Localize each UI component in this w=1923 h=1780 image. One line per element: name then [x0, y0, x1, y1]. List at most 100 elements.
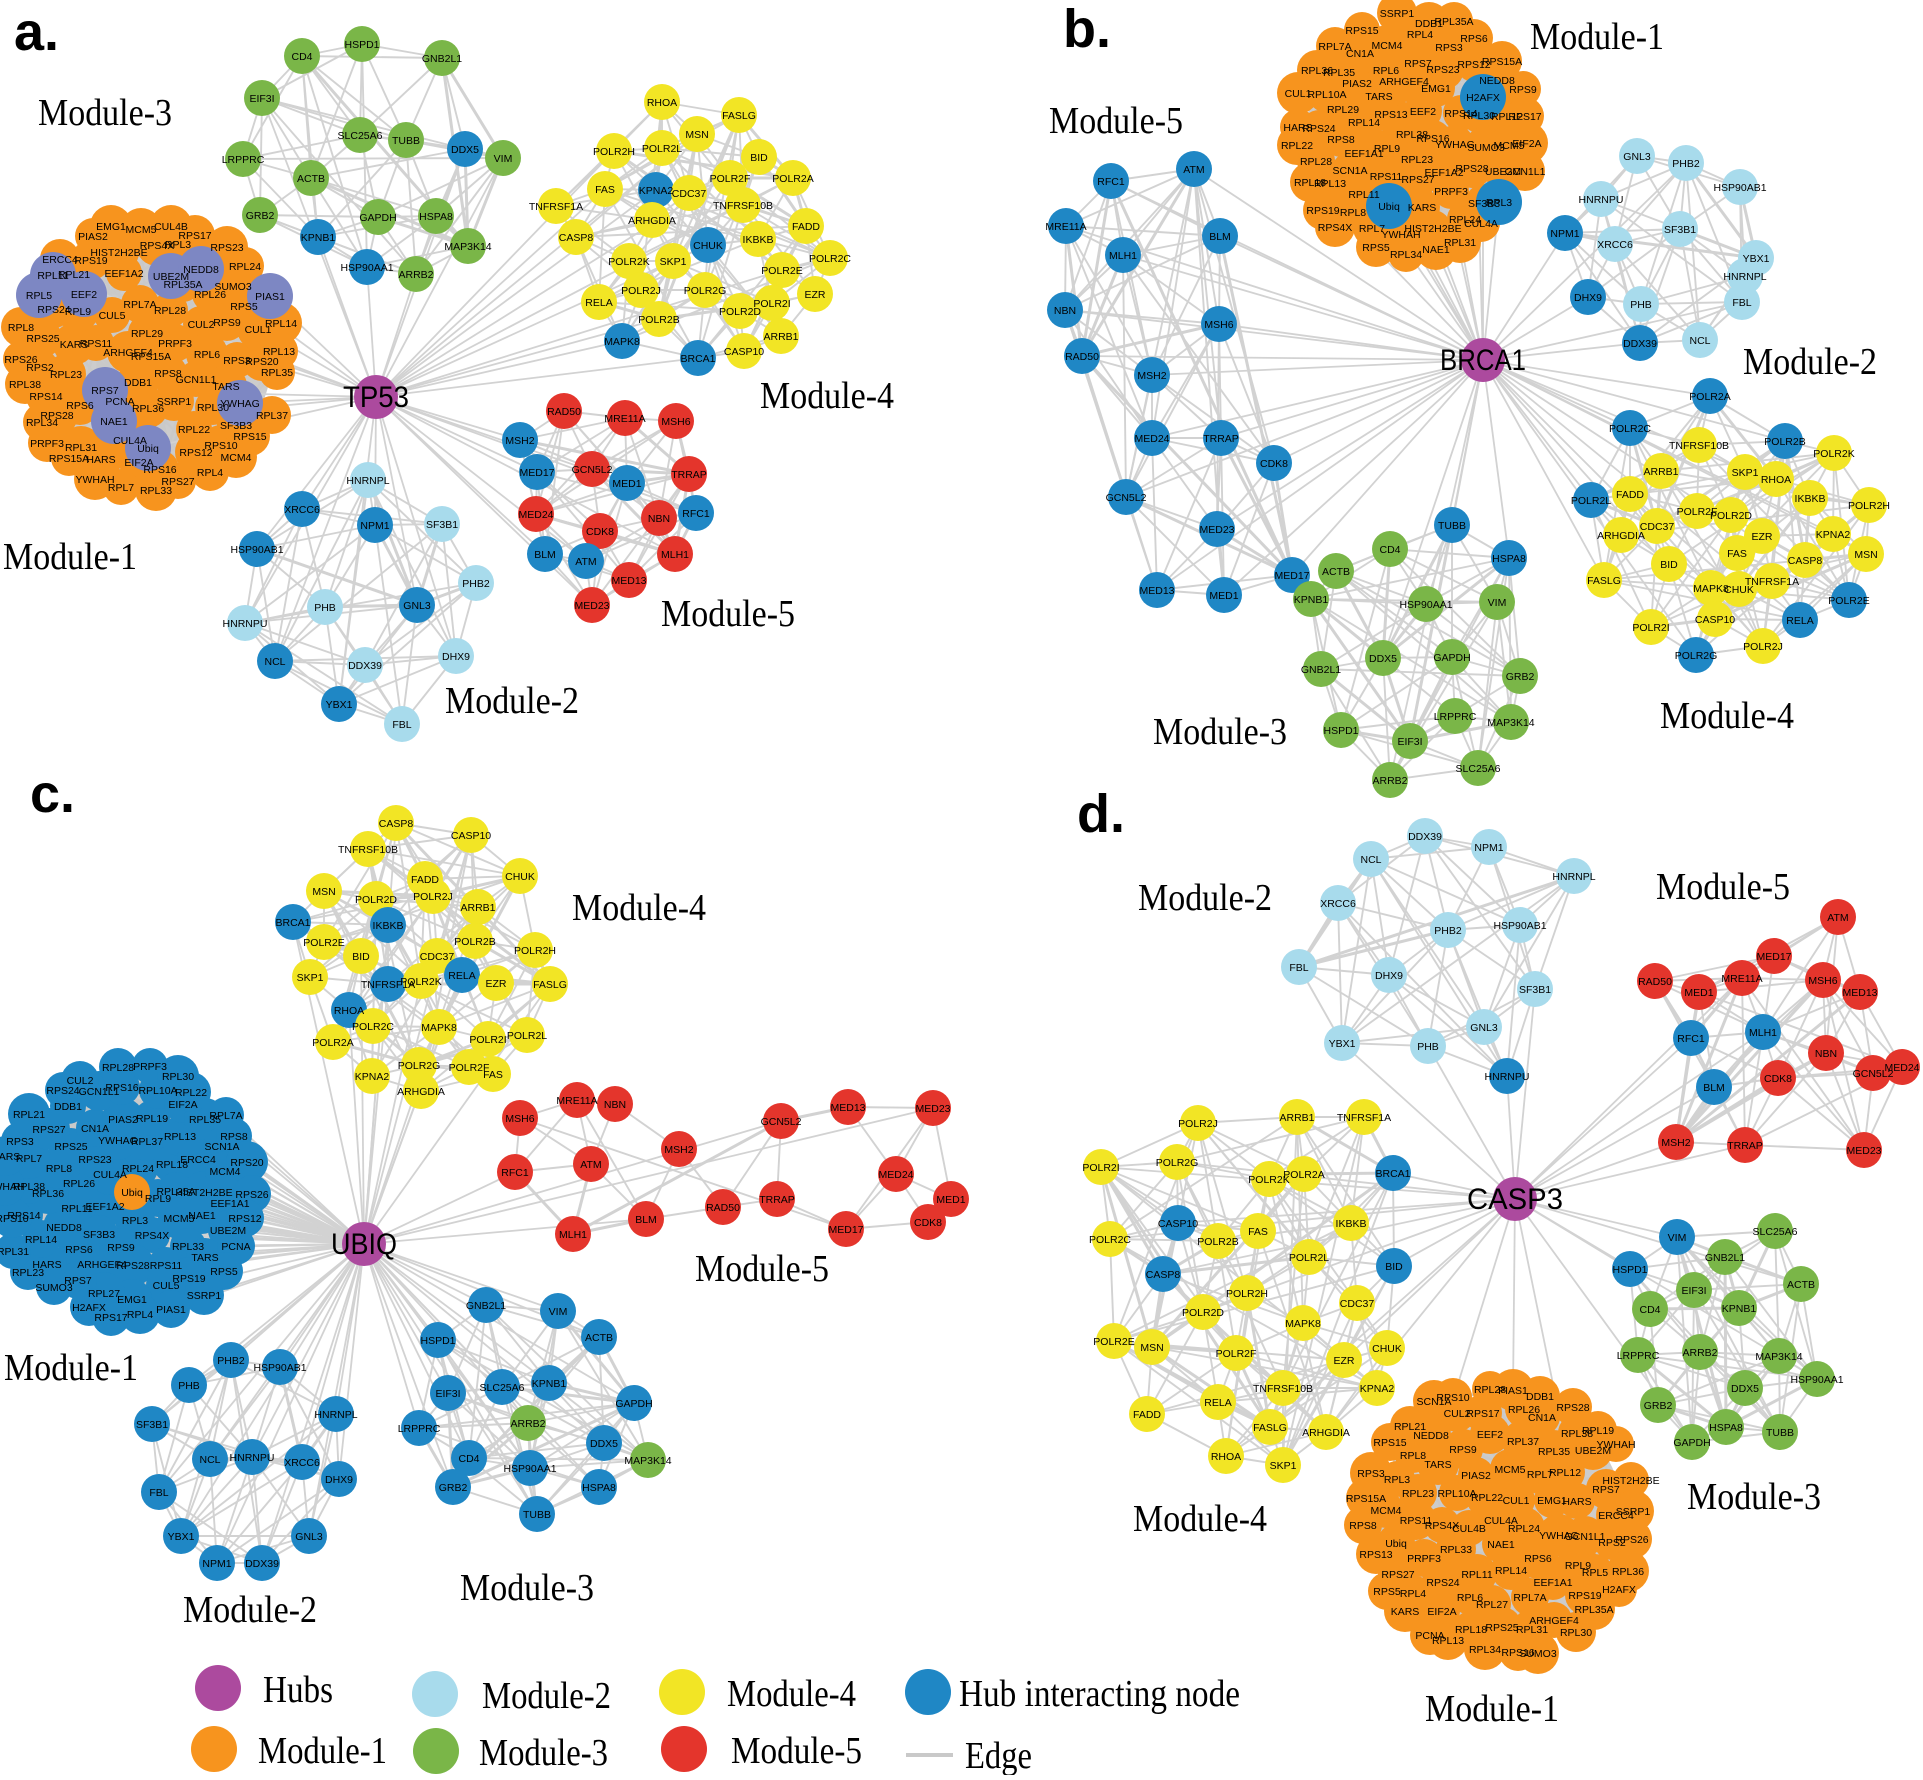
svg-text:SUMO3: SUMO3 [35, 1282, 73, 1294]
svg-text:PCNA: PCNA [1415, 1630, 1444, 1642]
svg-text:H2AFX: H2AFX [72, 1302, 106, 1314]
svg-text:TUBB: TUBB [1766, 1427, 1794, 1439]
svg-text:POLR2D: POLR2D [719, 306, 761, 318]
svg-text:SSRP1: SSRP1 [1616, 1506, 1651, 1518]
svg-text:RPS27: RPS27 [32, 1124, 65, 1136]
svg-text:EZR: EZR [1334, 1355, 1355, 1367]
svg-text:HSPD1: HSPD1 [420, 1335, 455, 1347]
svg-text:Module-1: Module-1 [4, 1347, 138, 1389]
svg-text:TNFRSF10B: TNFRSF10B [713, 200, 773, 212]
svg-text:HNRNPL: HNRNPL [314, 1409, 357, 1421]
svg-text:EEF1A2: EEF1A2 [85, 1201, 124, 1213]
svg-text:MRE11A: MRE11A [1045, 221, 1086, 233]
svg-text:Module-2: Module-2 [482, 1675, 611, 1717]
svg-text:HSP90AB1: HSP90AB1 [230, 544, 283, 556]
svg-text:FAS: FAS [595, 184, 615, 196]
svg-text:a.: a. [14, 2, 59, 62]
svg-text:MLH1: MLH1 [661, 549, 689, 561]
svg-text:HSPA8: HSPA8 [419, 211, 453, 223]
svg-text:UBIQ: UBIQ [331, 1228, 397, 1261]
svg-text:EMG1: EMG1 [96, 221, 126, 233]
svg-text:RPS15A: RPS15A [1346, 1493, 1386, 1505]
svg-text:POLR2C: POLR2C [352, 1021, 394, 1033]
svg-text:RPS25: RPS25 [26, 333, 59, 345]
svg-text:SCN1A: SCN1A [1416, 1396, 1451, 1408]
svg-text:KPNB1: KPNB1 [532, 1378, 567, 1390]
svg-text:KPNA2: KPNA2 [639, 185, 674, 197]
svg-text:EMG1: EMG1 [1421, 83, 1451, 95]
svg-text:GNB2L1: GNB2L1 [422, 53, 462, 65]
svg-text:ACTB: ACTB [1322, 566, 1350, 578]
svg-text:GAPDH: GAPDH [1673, 1437, 1710, 1449]
svg-text:RPS8: RPS8 [154, 368, 182, 380]
svg-text:RPL37: RPL37 [256, 410, 288, 422]
svg-text:PRPF3: PRPF3 [1407, 1553, 1441, 1565]
svg-text:MAP3K14: MAP3K14 [1755, 1351, 1802, 1363]
svg-text:RPL18: RPL18 [156, 1159, 188, 1171]
svg-text:RPL6: RPL6 [1457, 1592, 1483, 1604]
svg-text:NCL: NCL [1689, 335, 1710, 347]
svg-text:FBL: FBL [149, 1487, 168, 1499]
svg-text:RPS13: RPS13 [1374, 109, 1407, 121]
svg-text:RPS2: RPS2 [26, 362, 54, 374]
svg-text:RPS28: RPS28 [1455, 163, 1488, 175]
svg-text:GNL3: GNL3 [1470, 1022, 1498, 1034]
svg-text:RPL14: RPL14 [25, 1234, 57, 1246]
svg-text:RPL36: RPL36 [1612, 1566, 1644, 1578]
svg-text:POLR2K: POLR2K [400, 976, 441, 988]
svg-text:RPL37: RPL37 [1507, 1436, 1539, 1448]
svg-text:RPL5: RPL5 [26, 290, 52, 302]
svg-text:XRCC6: XRCC6 [284, 504, 320, 516]
svg-text:YWHAG: YWHAG [220, 398, 260, 410]
svg-text:RPS12: RPS12 [1457, 59, 1490, 71]
svg-text:NBN: NBN [1054, 305, 1076, 317]
svg-text:FADD: FADD [411, 874, 439, 886]
svg-text:CN1A: CN1A [81, 1123, 109, 1135]
svg-text:RPL13: RPL13 [1432, 1635, 1464, 1647]
svg-text:CUL4B: CUL4B [154, 221, 188, 233]
svg-text:Module-2: Module-2 [1743, 341, 1877, 383]
svg-text:MSH2: MSH2 [664, 1144, 693, 1156]
svg-text:GNB2L1: GNB2L1 [1301, 664, 1341, 676]
svg-text:RPL38: RPL38 [1561, 1428, 1593, 1440]
svg-text:HIST2H2BE: HIST2H2BE [90, 247, 147, 259]
svg-text:CASP10: CASP10 [451, 830, 491, 842]
svg-text:POLR2B: POLR2B [1764, 436, 1805, 448]
svg-text:Module-4: Module-4 [727, 1673, 856, 1715]
svg-text:CUL5: CUL5 [99, 310, 126, 322]
svg-text:PHB: PHB [314, 602, 336, 614]
svg-text:YBX1: YBX1 [168, 1531, 195, 1543]
svg-text:POLR2C: POLR2C [1609, 423, 1651, 435]
svg-text:MCM4: MCM4 [1371, 1505, 1402, 1517]
svg-text:FBL: FBL [1732, 297, 1751, 309]
svg-text:GCN1L1: GCN1L1 [79, 1086, 120, 1098]
svg-text:MED1: MED1 [1209, 590, 1238, 602]
svg-text:RAD50: RAD50 [1065, 351, 1099, 363]
svg-text:CUL4A: CUL4A [1484, 1515, 1518, 1527]
svg-text:RPL21: RPL21 [58, 269, 90, 281]
svg-text:RPS5: RPS5 [1373, 1586, 1401, 1598]
svg-text:POLR2E: POLR2E [1828, 595, 1869, 607]
svg-text:CUL4A: CUL4A [1464, 218, 1498, 230]
svg-text:IKBKB: IKBKB [1795, 493, 1826, 505]
svg-text:EEF2: EEF2 [1410, 106, 1436, 118]
svg-text:RPL6: RPL6 [1373, 65, 1399, 77]
svg-text:BLM: BLM [1703, 1082, 1725, 1094]
svg-text:HIST2H2BE: HIST2H2BE [1404, 223, 1461, 235]
svg-text:CHUK: CHUK [505, 871, 535, 883]
svg-text:Module-1: Module-1 [1530, 16, 1664, 58]
svg-text:POLR2L: POLR2L [642, 143, 682, 155]
svg-text:RPL7A: RPL7A [1318, 41, 1351, 53]
svg-text:RPL23: RPL23 [50, 369, 82, 381]
svg-text:SF3B3: SF3B3 [220, 420, 252, 432]
svg-text:POLR2H: POLR2H [1848, 500, 1890, 512]
svg-text:GCN1L1: GCN1L1 [1505, 166, 1546, 178]
svg-text:ARRB1: ARRB1 [1643, 466, 1678, 478]
svg-text:ATM: ATM [1183, 164, 1204, 176]
svg-text:RPL8: RPL8 [46, 1163, 72, 1175]
svg-text:RPS3: RPS3 [6, 1136, 34, 1148]
svg-text:EMG1: EMG1 [1537, 1495, 1567, 1507]
svg-text:CDC37: CDC37 [672, 188, 707, 200]
svg-text:RPL4: RPL4 [1407, 29, 1433, 41]
svg-text:XRCC6: XRCC6 [284, 1457, 320, 1469]
